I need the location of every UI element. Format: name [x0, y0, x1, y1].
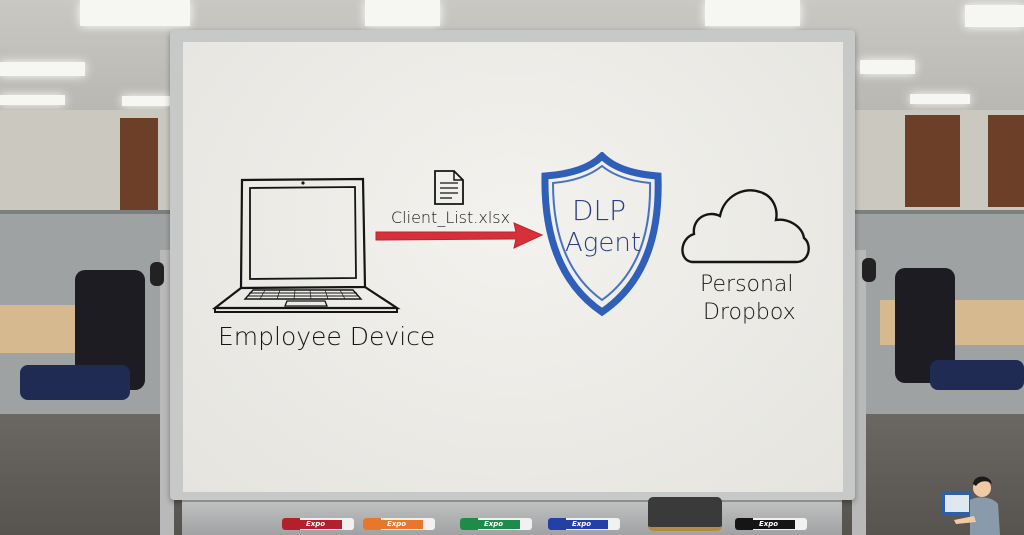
dropbox-label: Dropbox [703, 300, 796, 325]
door [905, 115, 960, 207]
file-label: Client_List.xlsx [391, 208, 511, 227]
whiteboard-surface [183, 42, 843, 492]
ceiling-light [705, 0, 800, 26]
shield-icon [541, 152, 662, 317]
chair-seat [930, 360, 1024, 390]
employee-device-label: Employee Device [218, 322, 436, 351]
laptop-icon [211, 177, 401, 313]
ceiling-light [0, 62, 85, 76]
ceiling-light [80, 0, 190, 26]
marker-black: Expo [735, 518, 807, 530]
agent-label: Agent [565, 228, 642, 258]
ceiling-light [365, 0, 440, 26]
personal-label: Personal [700, 272, 794, 297]
ceiling-light [860, 60, 915, 74]
marker-blue: Expo [548, 518, 620, 530]
arrow-icon [375, 222, 544, 249]
ceiling-light [0, 95, 65, 105]
board-stand-right [852, 250, 866, 535]
board-knob [862, 258, 876, 282]
board-knob [150, 262, 164, 286]
cloud-icon [681, 189, 810, 264]
chair-seat [20, 365, 130, 400]
document-icon [434, 170, 464, 205]
marker-green: Expo [460, 518, 532, 530]
marker-red: Expo [282, 518, 354, 530]
ceiling-light [910, 94, 970, 104]
person-at-computer-icon [942, 476, 1000, 535]
door [988, 115, 1024, 207]
dlp-label: DLP [572, 194, 627, 227]
ceiling-light [965, 5, 1024, 27]
door [120, 118, 158, 213]
whiteboard-eraser [648, 497, 722, 531]
marker-orange: Expo [363, 518, 435, 530]
ceiling-light [122, 96, 170, 106]
